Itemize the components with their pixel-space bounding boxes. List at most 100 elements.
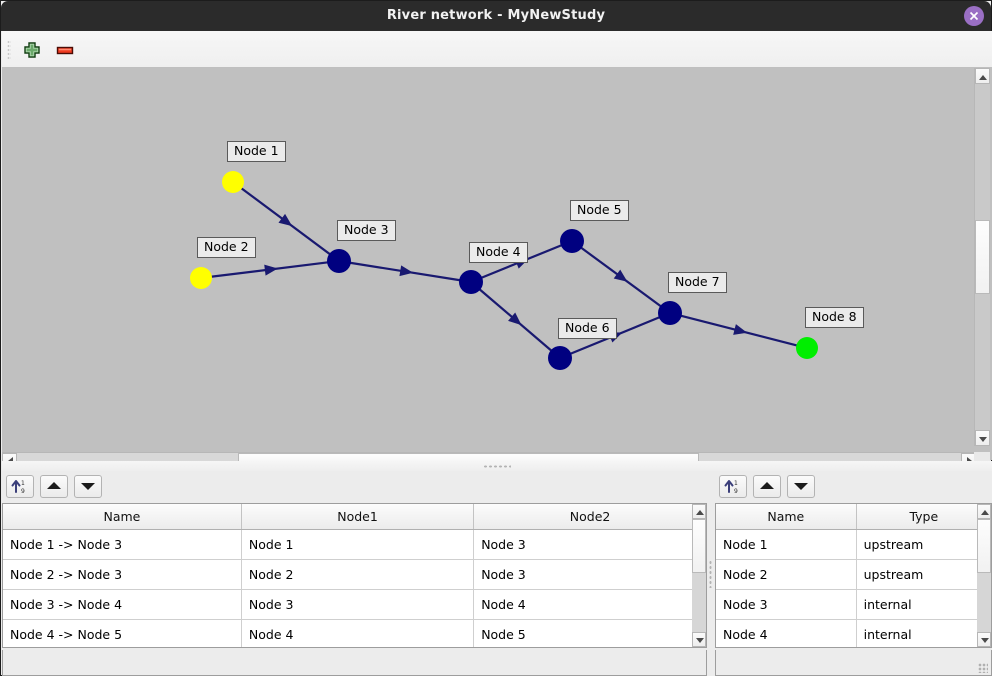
reaches-scroll-up-arrow[interactable] — [692, 504, 706, 519]
sort-icon: 1 9 — [11, 480, 25, 495]
add-node-icon — [24, 42, 40, 58]
resize-grip[interactable] — [978, 663, 988, 673]
nodes-sort-button[interactable]: 1 9 — [719, 475, 747, 498]
toolbar — [2, 31, 992, 68]
river-network-graph — [190, 171, 818, 370]
reaches-sort-button[interactable]: 1 9 — [6, 475, 34, 498]
river-network-canvas[interactable]: Node 1 Node 2 Node 3 Node 4 Node 5 Node 6 Node… — [2, 68, 992, 460]
graph-node-label[interactable]: Node 4 — [469, 242, 528, 263]
reaches-table-cell[interactable]: Node 4 -> Node 5 — [3, 619, 242, 647]
nodes-move-up-button[interactable] — [753, 475, 781, 498]
reaches-table-cell[interactable]: Node 2 — [241, 559, 475, 590]
graph-node-label[interactable]: Node 5 — [570, 200, 629, 221]
edge-arrow-icon — [278, 213, 293, 227]
graph-node[interactable] — [548, 346, 572, 370]
nodes-table-cell[interactable]: upstream — [856, 529, 991, 560]
reaches-table-cell[interactable]: Node 3 — [241, 589, 475, 620]
graph-node-label[interactable]: Node 1 — [227, 141, 286, 162]
reaches-move-down-button[interactable] — [74, 475, 102, 498]
svg-text:9: 9 — [21, 488, 25, 495]
reaches-table-cell[interactable]: Node 5 — [473, 619, 706, 647]
reaches-table-column-header[interactable]: Node1 — [241, 504, 475, 530]
nodes-table-cell[interactable]: internal — [856, 589, 991, 620]
graph-node-label[interactable]: Node 7 — [668, 272, 727, 293]
reaches-table-cell[interactable]: Node 4 — [473, 589, 706, 620]
graph-node[interactable] — [327, 249, 351, 273]
graph-edges — [210, 187, 798, 355]
remove-node-button[interactable] — [53, 38, 77, 62]
reaches-table-column-header[interactable]: Node2 — [473, 504, 706, 530]
vertical-splitter[interactable] — [707, 471, 715, 676]
graph-node[interactable] — [560, 229, 584, 253]
graph-node[interactable] — [459, 270, 483, 294]
graph-node[interactable] — [796, 337, 818, 359]
canvas-vertical-scrollbar[interactable] — [974, 68, 990, 446]
reaches-move-up-button[interactable] — [40, 475, 68, 498]
scroll-down-arrow[interactable] — [975, 430, 990, 446]
sort-icon: 1 9 — [724, 480, 738, 495]
add-node-button[interactable] — [20, 38, 44, 62]
graph-node-label[interactable]: Node 2 — [197, 237, 256, 258]
reaches-status-strip — [2, 650, 707, 676]
nodes-table-cell[interactable]: internal — [856, 619, 991, 647]
nodes-table-vertical-scrollbar[interactable] — [977, 503, 992, 648]
reaches-table-cell[interactable]: Node 1 -> Node 3 — [3, 529, 242, 560]
graph-node-label[interactable]: Node 3 — [337, 220, 396, 241]
nodes-table-column-header[interactable]: Type — [856, 504, 991, 530]
nodes-scroll-thumb[interactable] — [977, 519, 991, 573]
nodes-scroll-up-arrow[interactable] — [977, 504, 991, 519]
arrow-up-icon — [760, 482, 774, 489]
horizontal-splitter[interactable] — [2, 461, 992, 471]
reaches-table-cell[interactable]: Node 3 — [473, 559, 706, 590]
canvas-vertical-scroll-thumb[interactable] — [975, 220, 990, 294]
reaches-table-vertical-scrollbar[interactable] — [692, 503, 707, 648]
close-icon — [969, 11, 979, 21]
close-button[interactable] — [964, 6, 984, 26]
nodes-table-column-header[interactable]: Name — [716, 504, 857, 530]
svg-text:1: 1 — [21, 480, 25, 487]
reaches-scroll-thumb[interactable] — [692, 519, 706, 573]
nodes-table-cell[interactable]: Node 1 — [716, 529, 857, 560]
reaches-table-cell[interactable]: Node 4 — [241, 619, 475, 647]
reaches-table-cell[interactable]: Node 3 — [473, 529, 706, 560]
reaches-table-column-header[interactable]: Name — [3, 504, 242, 530]
toolbar-drag-grip[interactable] — [7, 40, 11, 60]
graph-node-label[interactable]: Node 8 — [805, 307, 864, 328]
edge-arrow-icon — [399, 265, 414, 277]
graph-node-label[interactable]: Node 6 — [558, 318, 617, 339]
window-title: River network - MyNewStudy — [386, 8, 606, 23]
nodes-scroll-down-arrow[interactable] — [977, 632, 991, 647]
nodes-table-cell[interactable]: Node 3 — [716, 589, 857, 620]
svg-text:1: 1 — [734, 480, 738, 487]
graph-node[interactable] — [658, 301, 682, 325]
reaches-table-cell[interactable]: Node 1 — [241, 529, 475, 560]
reaches-table-cell[interactable]: Node 3 -> Node 4 — [3, 589, 242, 620]
graph-node[interactable] — [222, 171, 244, 193]
nodes-table-cell[interactable]: Node 2 — [716, 559, 857, 590]
title-bar[interactable]: River network - MyNewStudy — [1, 1, 991, 31]
nodes-table-cell[interactable]: Node 4 — [716, 619, 857, 647]
nodes-table-cell[interactable]: upstream — [856, 559, 991, 590]
graph-node[interactable] — [190, 267, 212, 289]
reaches-scroll-down-arrow[interactable] — [692, 632, 706, 647]
reaches-table-cell[interactable]: Node 2 -> Node 3 — [3, 559, 242, 590]
nodes-move-down-button[interactable] — [787, 475, 815, 498]
scroll-up-arrow[interactable] — [975, 68, 990, 84]
svg-text:9: 9 — [734, 488, 738, 495]
